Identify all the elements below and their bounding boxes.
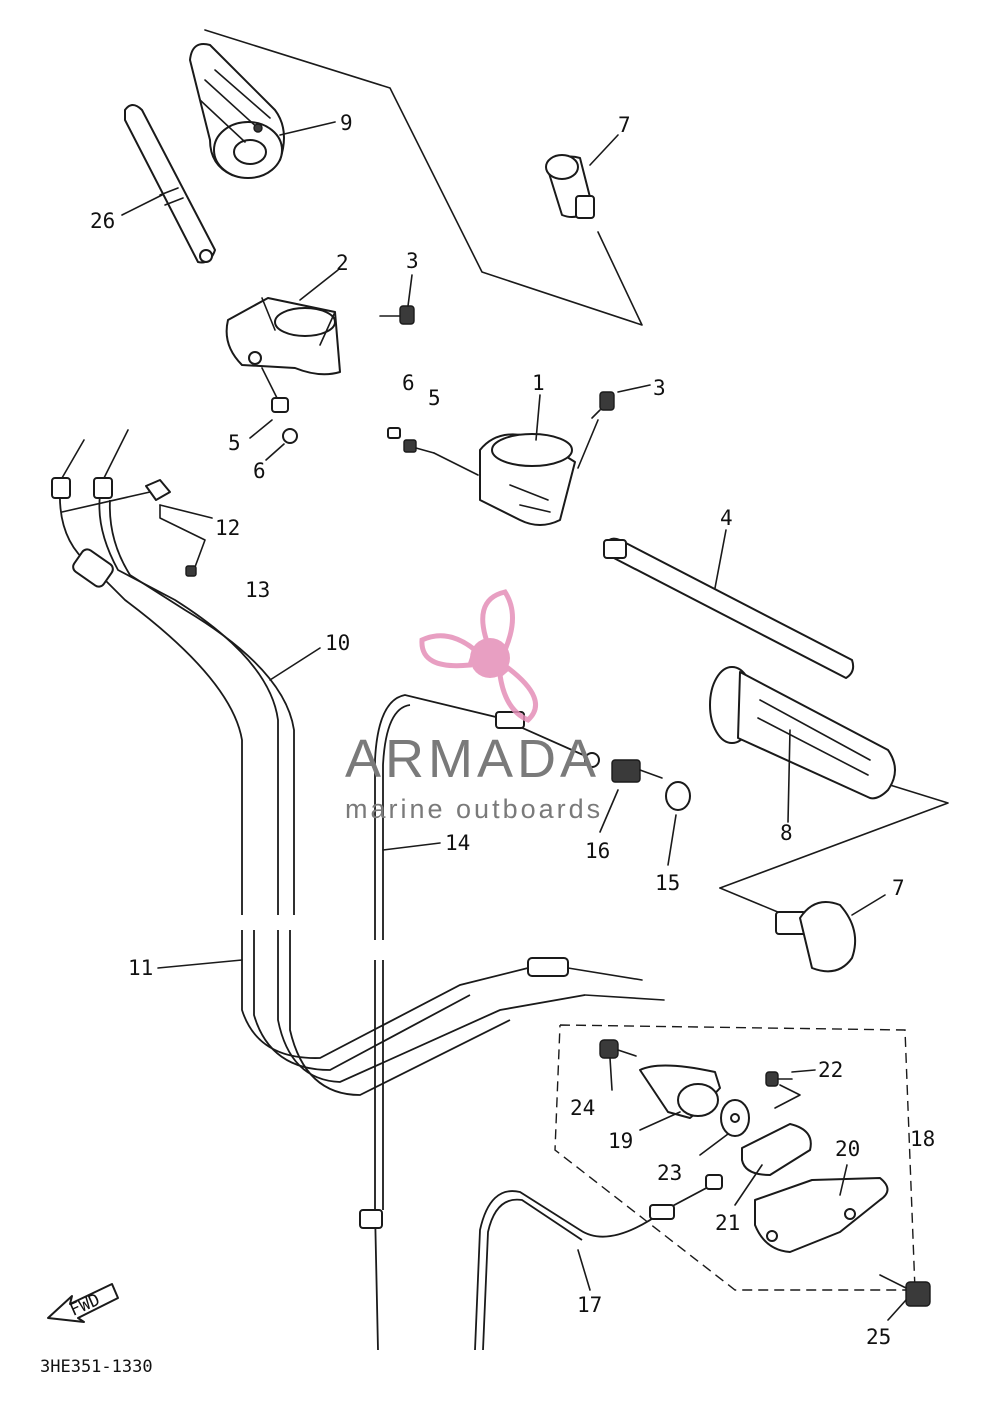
nut-part-6-right xyxy=(387,427,401,439)
watermark-tagline: marine outboards xyxy=(345,794,603,824)
callout-5-right: 5 xyxy=(428,386,441,410)
clip-part-12 xyxy=(145,479,171,501)
callout-20: 20 xyxy=(835,1137,860,1161)
nut-part-6-left xyxy=(282,428,298,444)
inner-tube-part-26 xyxy=(124,104,216,264)
throttle-grip-part-9 xyxy=(189,43,285,179)
screw-part-3-right xyxy=(591,391,615,419)
callout-5-left: 5 xyxy=(228,431,241,455)
propeller-icon xyxy=(419,589,539,723)
screw-part-13 xyxy=(185,565,197,577)
diagram-code: 3HE351-1330 xyxy=(40,1357,153,1377)
callout-19: 19 xyxy=(608,1129,633,1153)
locknut-part-15 xyxy=(665,781,691,811)
group-18-outline xyxy=(554,1024,916,1291)
handlebar-part-4 xyxy=(603,537,855,679)
callout-14: 14 xyxy=(445,831,470,855)
callout-3-right: 3 xyxy=(653,376,666,400)
throttle-cables-part-10-11 xyxy=(51,429,665,1096)
callout-7-bottom: 7 xyxy=(892,876,905,900)
lever-part-19 xyxy=(639,1064,721,1119)
callout-24: 24 xyxy=(570,1096,595,1120)
callout-8: 8 xyxy=(780,821,793,845)
callout-6-left: 6 xyxy=(253,459,266,483)
callout-7-top: 7 xyxy=(618,113,631,137)
callout-12: 12 xyxy=(215,516,240,540)
bolt-part-25 xyxy=(879,1274,931,1307)
bolt-part-24 xyxy=(599,1039,637,1059)
callout-21: 21 xyxy=(715,1211,740,1235)
adjuster-part-16 xyxy=(611,759,663,783)
watermark-logo: ARMADA marine outboards xyxy=(345,589,603,824)
cable-part-17 xyxy=(474,1174,723,1351)
callout-18: 18 xyxy=(910,1127,935,1151)
grip-end-part-7-bottom xyxy=(775,901,856,973)
callouts: 1 2 3 3 4 5 5 6 6 7 7 8 9 10 11 12 13 14… xyxy=(90,111,935,1349)
callout-3-top: 3 xyxy=(406,249,419,273)
callout-4: 4 xyxy=(720,506,733,530)
watermark-brand: ARMADA xyxy=(345,729,600,789)
screw-part-5-right xyxy=(403,439,479,476)
bolt-part-22 xyxy=(765,1071,793,1087)
callout-17: 17 xyxy=(577,1293,602,1317)
callout-9: 9 xyxy=(340,111,353,135)
screw-part-5-left xyxy=(261,367,289,413)
bracket-part-20 xyxy=(754,1177,889,1253)
callout-10: 10 xyxy=(325,631,350,655)
screw-part-3-top xyxy=(379,305,415,325)
callout-13: 13 xyxy=(245,578,270,602)
callout-15: 15 xyxy=(655,871,680,895)
callout-25: 25 xyxy=(866,1325,891,1349)
callout-26: 26 xyxy=(90,209,115,233)
callout-2: 2 xyxy=(336,251,349,275)
leader-lines xyxy=(121,121,907,1321)
grip-part-8 xyxy=(709,666,896,800)
washer-part-23 xyxy=(720,1099,750,1137)
fwd-arrow: FWD xyxy=(47,1283,119,1323)
bracket-part-21 xyxy=(741,1123,812,1176)
callout-23: 23 xyxy=(657,1161,682,1185)
callout-22: 22 xyxy=(818,1058,843,1082)
callout-16: 16 xyxy=(585,839,610,863)
grip-end-part-7-top xyxy=(545,154,595,219)
callout-6-right: 6 xyxy=(402,371,415,395)
group-outline-lines xyxy=(61,29,949,1291)
switch-housing-part-1 xyxy=(479,433,576,526)
switch-housing-part-2 xyxy=(225,297,341,376)
callout-1: 1 xyxy=(532,371,545,395)
callout-11: 11 xyxy=(128,956,153,980)
